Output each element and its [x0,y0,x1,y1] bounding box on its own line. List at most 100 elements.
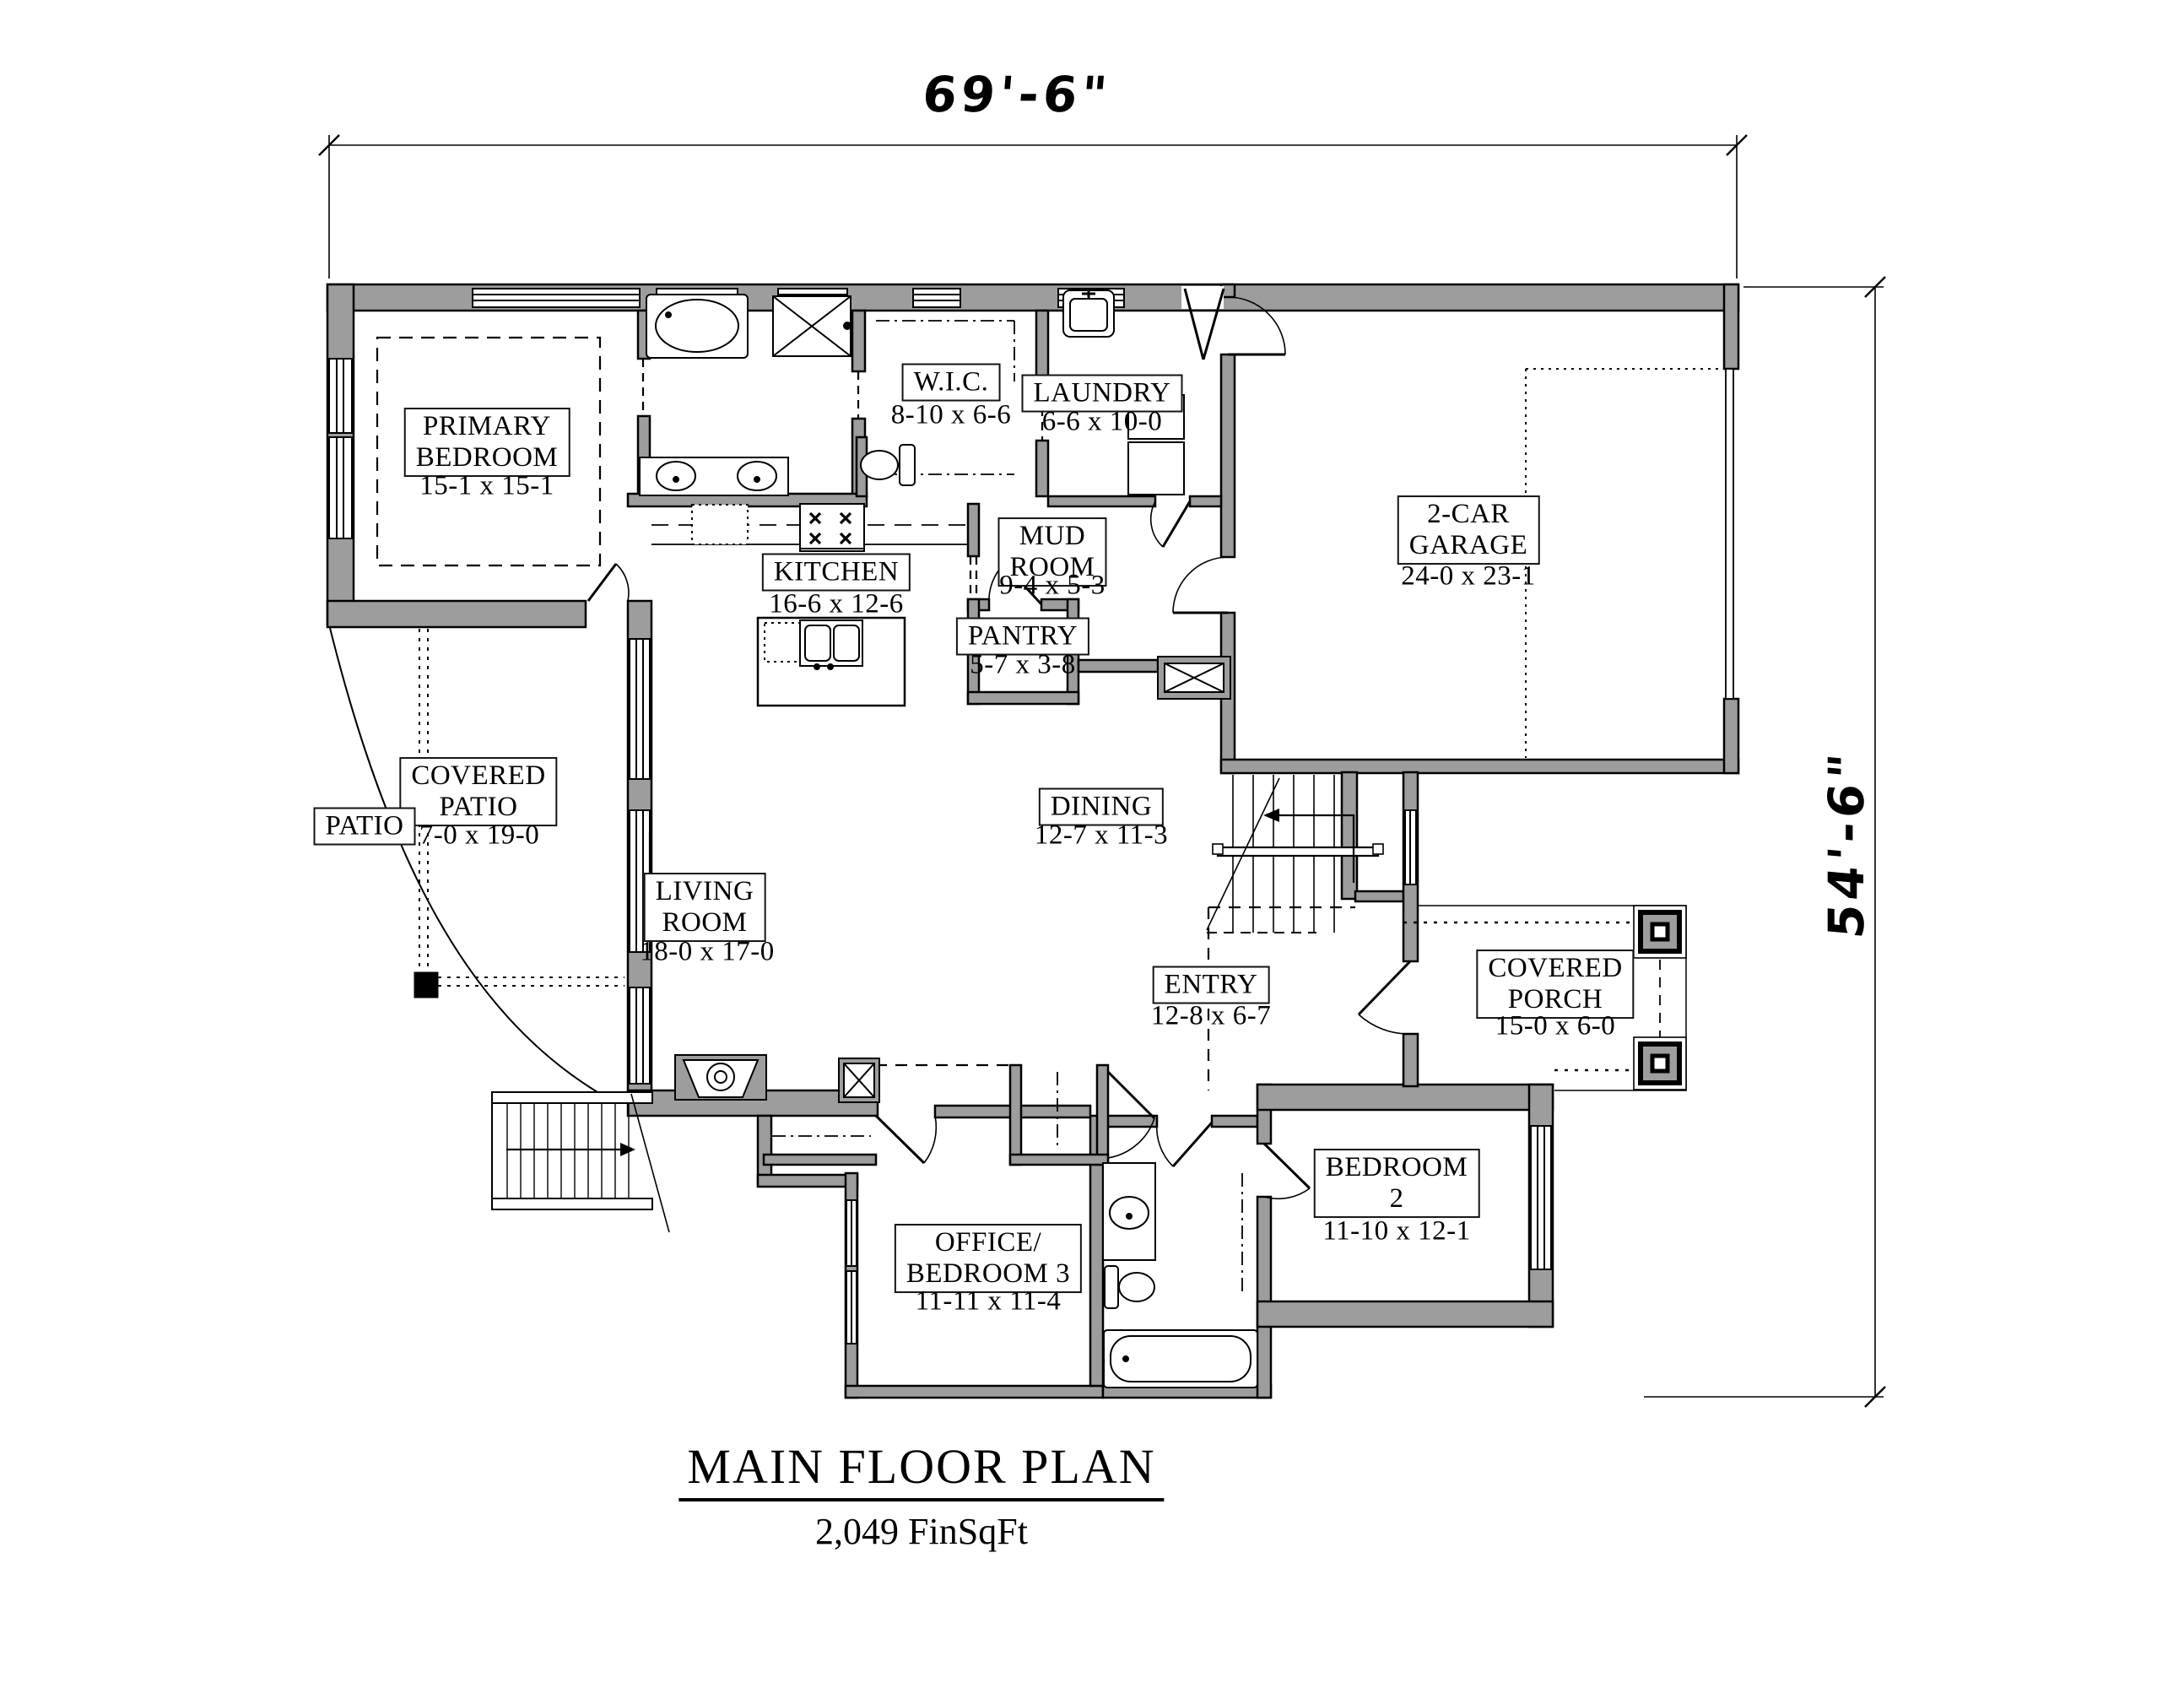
range-icon [799,503,865,552]
room-dims-kitchen: 16-6 x 12-6 [769,588,904,619]
patio-post-icon [414,971,439,998]
room-label-dining: DINING [1038,787,1165,826]
room-label-line: MUD [1019,521,1086,552]
room-dims-covered-porch: 15-0 x 6-0 [1495,1010,1616,1041]
stair-direction-arrow [1263,809,1279,822]
room-label-primary-bedroom: PRIMARY BEDROOM [403,408,570,477]
room-dims-pantry: 5-7 x 3-8 [970,649,1076,680]
room-dims-garage: 24-0 x 23-1 [1401,560,1536,592]
bedroom2-east-window [1530,1125,1552,1270]
dimension-lines [318,134,1886,1408]
room-dims-wic: 8-10 x 6-6 [890,399,1012,430]
porch-column-icon [1633,1036,1687,1090]
room-label-line: LIVING [655,876,754,907]
room-label-line: BEDROOM 3 [905,1258,1071,1289]
room-label-line: COVERED [1488,953,1623,984]
room-dims-living-room: 18-0 x 17-0 [640,936,775,967]
room-dims-dining: 12-7 x 11-3 [1034,820,1169,851]
title-block: MAIN FLOOR PLAN 2,049 FinSqFt [678,1438,1165,1553]
laundry-hall-door [1161,500,1192,548]
overall-width-dimension: 69'-6" [920,66,1114,123]
room-dims-laundry: 6-6 x 10-0 [1041,406,1163,437]
room-label-line: ROOM [662,907,748,938]
room-label-line: GARAGE [1408,530,1528,560]
room-label-garage: 2-CAR GARAGE [1397,495,1540,565]
room-label-line: BEDROOM [415,442,559,473]
room-label-pantry: PANTRY [955,617,1090,656]
room-label-line: 2 [1389,1183,1404,1214]
room-dims-entry: 12-8 x 6-7 [1150,1000,1272,1031]
room-label-line: OFFICE/ [934,1227,1042,1258]
steps-direction-arrow [620,1143,635,1156]
entry-closet-door [1106,1070,1156,1120]
room-label-laundry: LAUNDRY [1021,374,1183,413]
living-west-glass-doors [629,638,651,1085]
room-label-line: W.I.C. [913,366,989,398]
kitchen-counter [651,503,968,552]
exterior-steps [491,1091,670,1233]
room-label-line: PRIMARY [422,411,552,442]
room-dims-office-bedroom-3: 11-11 x 11-4 [915,1285,1062,1317]
shower-icon [772,295,851,357]
hall-bath-toilet-icon [1104,1265,1155,1309]
room-label-line: KITCHEN [773,556,900,587]
bathtub-icon [646,294,749,359]
garage-door-track-line [1525,368,1724,758]
room-label-living-room: LIVING ROOM [643,873,766,942]
room-label-line: 2-CAR [1427,499,1510,530]
overall-height-dimension: 54'-6" [1818,747,1875,941]
room-label-line: BEDROOM [1325,1152,1468,1183]
front-door [1357,960,1412,1016]
laundry-sink-icon [1062,289,1115,338]
room-label-patio: PATIO [313,807,416,846]
covered-patio-structure [329,627,657,1093]
covered-porch-structure [1403,905,1687,1091]
plan-title: MAIN FLOOR PLAN [678,1438,1165,1501]
room-dims-mud-room: 9-4 x 5-3 [999,570,1106,601]
room-dims-bedroom-2: 11-10 x 12-1 [1322,1215,1471,1247]
toilet-icon [860,444,916,486]
reference-lines [376,320,1724,1291]
office-west-windows [846,1199,857,1344]
room-label-covered-patio: COVERED PATIO [399,757,558,826]
room-label-entry: ENTRY [1152,966,1270,1004]
office-door [874,1114,926,1165]
fireplace-icon [674,1054,767,1101]
room-label-line: ENTRY [1164,969,1258,1000]
room-label-line: PATIO [439,792,518,822]
width-dimension-line [318,134,1748,279]
room-dims-primary-bedroom: 15-1 x 15-1 [419,470,554,501]
room-label-line: PORCH [1507,984,1603,1014]
mud-closet-icon [1157,656,1231,700]
chase-icon [838,1058,880,1103]
plan-subtitle: 2,049 FinSqFt [815,1511,1028,1552]
porch-column-icon [1633,905,1687,959]
patio-edge-curve [329,627,598,1093]
room-label-bedroom-2: BEDROOM 2 [1313,1149,1480,1218]
room-dims-covered-patio: 7-0 x 19-0 [419,820,540,851]
left-wall-windows [328,358,353,539]
room-label-office-bedroom-3: OFFICE/ BEDROOM 3 [894,1224,1083,1293]
tray-ceiling-line [376,336,602,567]
room-label-line: PANTRY [967,620,1078,652]
doors [587,288,1412,1200]
kitchen-island [756,616,906,707]
room-label-line: DINING [1050,791,1153,822]
room-label-wic: W.I.C. [901,363,1001,402]
height-dimension-line [1644,276,1886,1408]
fixtures [639,289,1258,1388]
basement-stairs [1206,775,1384,933]
stair-east-window [1404,809,1417,885]
double-vanity-icon [639,457,789,496]
side-entry-door [1183,288,1225,360]
dishwasher-icon [764,622,803,663]
room-label-mud-room: MUD ROOM [997,517,1107,587]
refrigerator-icon [691,504,749,545]
porch-slab-edge [1418,905,1687,1091]
hall-bath-tub-icon [1103,1329,1258,1388]
room-label-line: ROOM [1009,552,1095,582]
hall-bath-vanity-icon [1102,1162,1156,1261]
room-label-line: COVERED [411,760,546,792]
